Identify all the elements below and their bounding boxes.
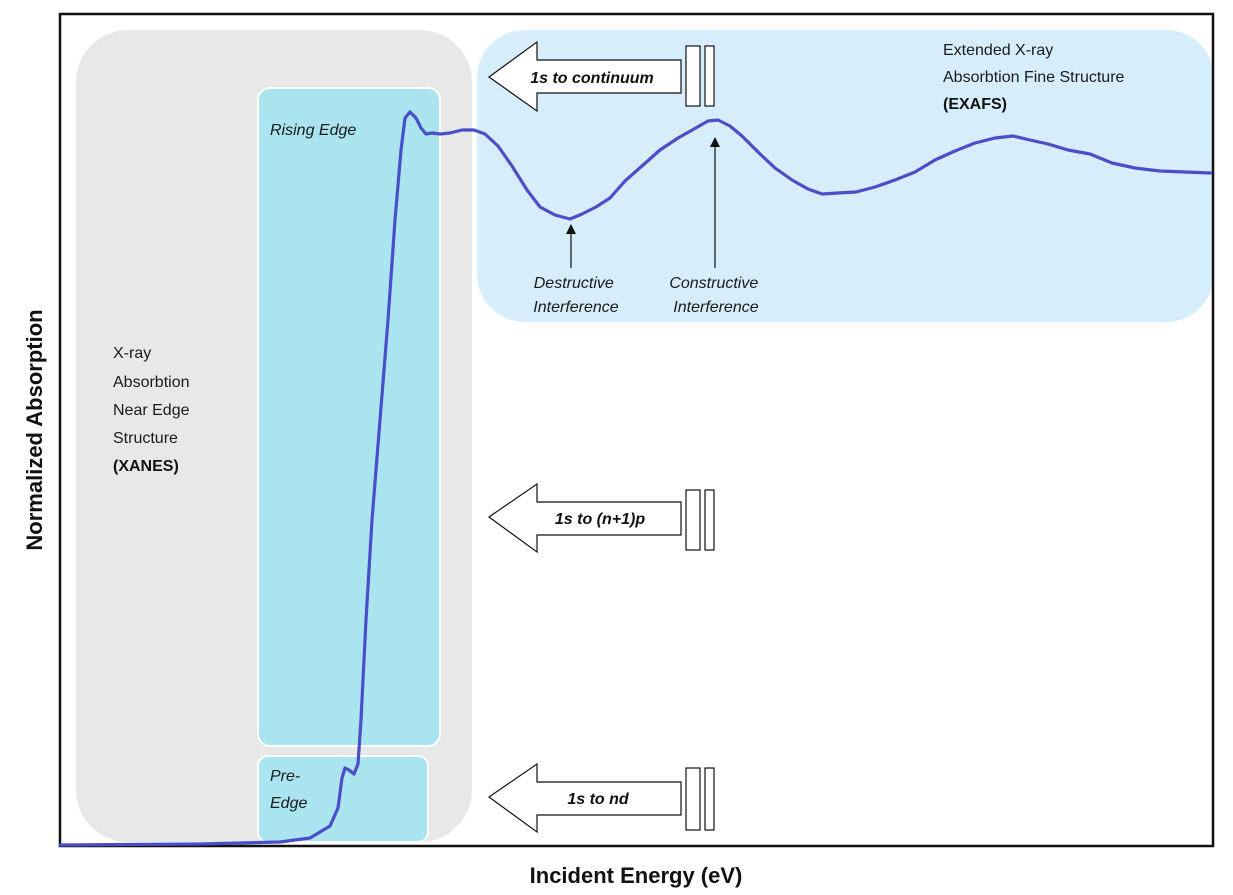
continuum-bar-1	[685, 45, 701, 107]
destructive-annotation: Destructive Interference	[533, 224, 619, 316]
continuum-label: 1s to continuum	[530, 70, 654, 87]
constructive-arrow-head	[710, 137, 720, 147]
y-axis-label: Normalized Absorption	[22, 309, 47, 550]
constructive-label: Constructive Interference	[669, 275, 762, 316]
exafs-label: Extended X-ray Absorbtion Fine Structure	[943, 42, 1125, 86]
continuum-bar-2	[704, 45, 715, 107]
pre-edge-label: Pre- Edge	[270, 768, 307, 812]
destructive-label: Destructive Interference	[533, 275, 618, 316]
plot-frame	[58, 12, 1215, 848]
nd-bar-2	[704, 767, 715, 831]
xanes-label-bold: (XANES)	[113, 458, 179, 475]
np-bar-1	[685, 489, 701, 551]
x-axis-label: Incident Energy (eV)	[530, 863, 743, 888]
constructive-annotation: Constructive Interference	[669, 137, 762, 316]
nd-label: 1s to nd	[567, 791, 630, 808]
nd-bar-1	[685, 767, 701, 831]
transition-arrow-nd: 1s to nd	[487, 762, 715, 834]
transition-arrow-continuum: 1s to continuum	[487, 40, 715, 113]
exafs-region	[477, 30, 1214, 322]
rising-edge-region	[257, 87, 441, 747]
destructive-arrow-head	[566, 224, 576, 234]
np-bar-2	[704, 489, 715, 551]
np-arrow-shape	[487, 482, 682, 554]
absorption-curve	[58, 110, 1213, 847]
np-label: 1s to (n+1)p	[555, 511, 645, 528]
rising-edge-label: Rising Edge	[270, 122, 356, 139]
continuum-arrow-shape	[487, 40, 682, 113]
nd-arrow-shape	[487, 762, 682, 834]
transition-arrow-np: 1s to (n+1)p	[487, 482, 715, 554]
xanes-label: X-ray Absorbtion Near Edge Structure	[113, 345, 194, 447]
exafs-label-bold: (EXAFS)	[943, 96, 1007, 113]
pre-edge-region	[257, 755, 429, 843]
